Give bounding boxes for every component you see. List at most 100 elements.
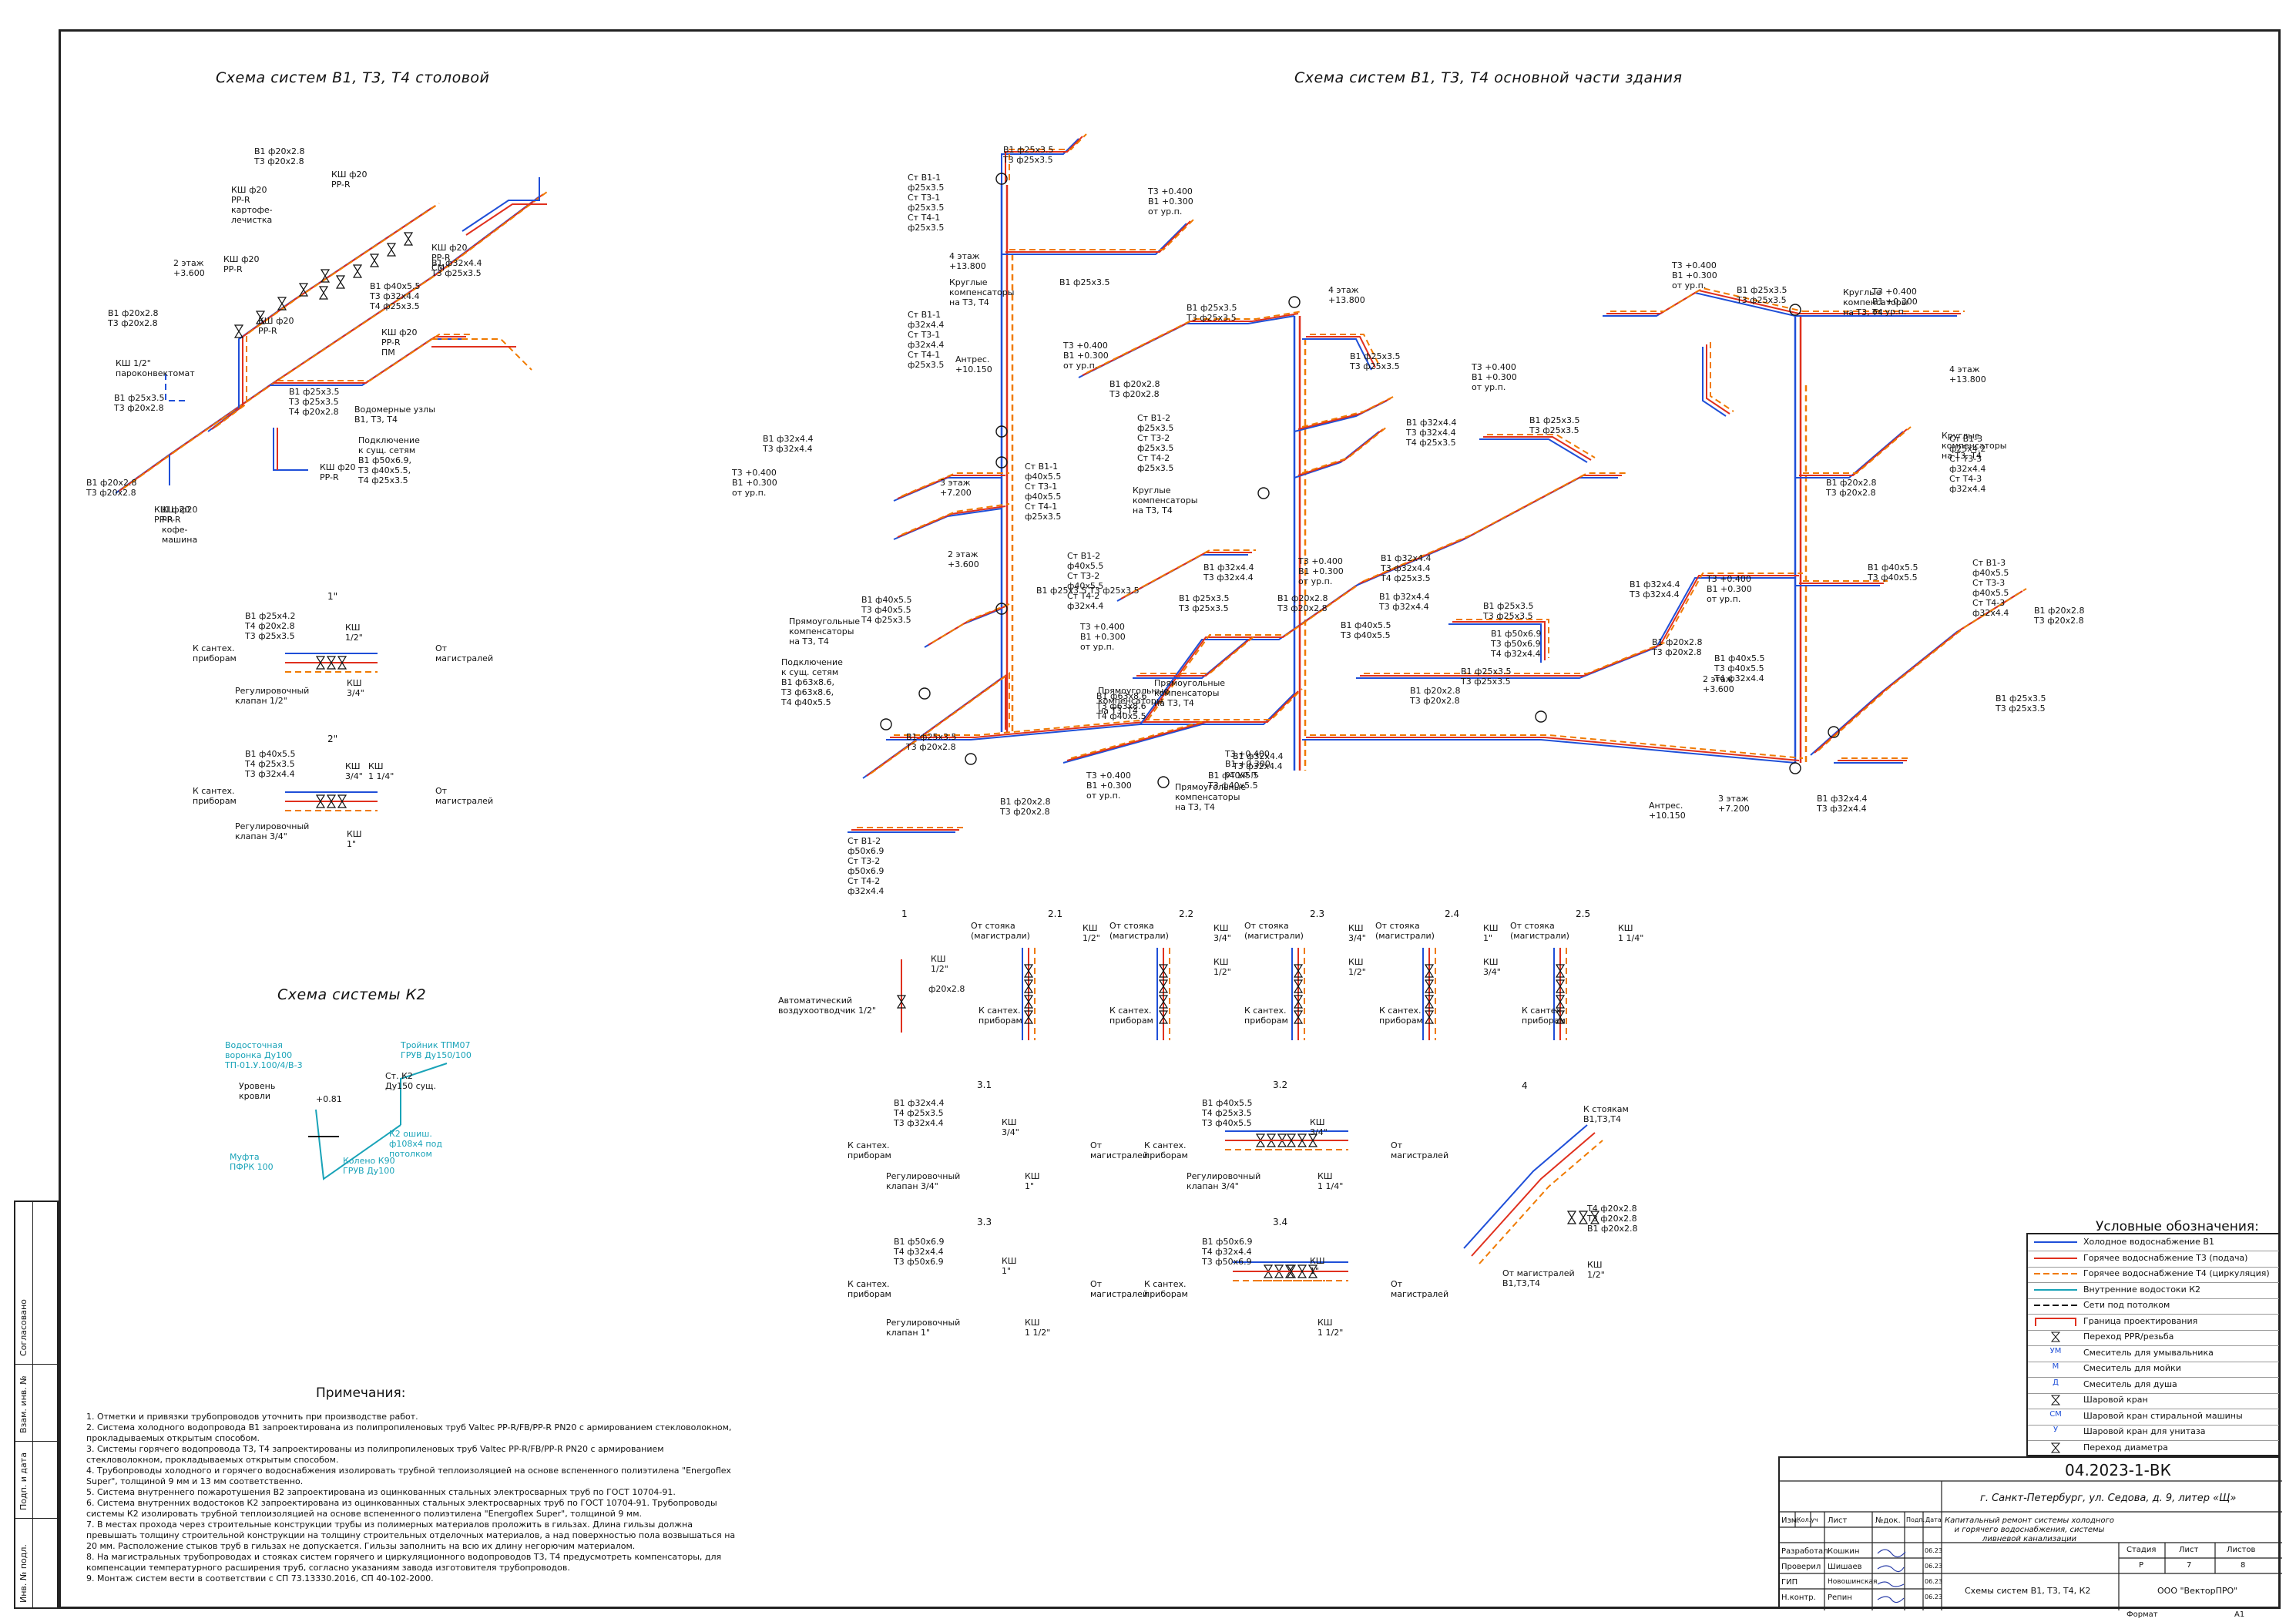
ball-valve-icon	[326, 794, 337, 808]
legend-symbol-icon	[2032, 1236, 2079, 1248]
col-data: Дата	[1925, 1516, 1942, 1523]
node-title: 3.3	[977, 1217, 992, 1227]
valve-symbol-icon	[2050, 1442, 2061, 1452]
ball-valve-icon	[1263, 1264, 1274, 1278]
floor3-right-b1	[1479, 438, 1588, 463]
ball-valve-icon	[1424, 1010, 1435, 1024]
canteen-branch-b-t3	[211, 205, 436, 430]
role-developed: Разработал	[1781, 1547, 1828, 1556]
col-ndoc: №док.	[1875, 1516, 1901, 1525]
note-item: 9. Монтаж систем вести в соответствии с …	[86, 1573, 434, 1583]
line-symbol-icon	[2034, 1288, 2077, 1291]
main-pipe-label: 2 этаж+3.600	[1703, 674, 1734, 694]
ball-valve-icon	[255, 311, 266, 324]
floor4-mid-b1	[1078, 315, 1295, 378]
floor4-left-b-t3	[1005, 220, 1191, 253]
node-title: 2"	[327, 734, 337, 744]
node-title: 2.2	[1179, 908, 1193, 919]
legend-text: Горячее водоснабжение Т3 (подача)	[2083, 1252, 2248, 1263]
ball-valve-icon	[1023, 964, 1034, 978]
floor3-right-b-b1	[1795, 431, 1904, 479]
ball-valve-icon	[1555, 1010, 1566, 1024]
node-label: ф20х2.8	[928, 984, 965, 994]
line-symbol-icon	[2034, 1241, 2077, 1243]
pipe-network	[115, 133, 2027, 1281]
legend-symbol-icon	[2032, 1252, 2079, 1264]
canteen-branch-a-t3	[274, 336, 466, 384]
floor4-right-b-t4	[1610, 287, 1804, 312]
node-label: К сантех.приборам	[978, 1006, 1022, 1026]
name-developed: Кошкин	[1828, 1547, 1860, 1556]
k2-label: +0.81	[316, 1094, 342, 1104]
legend-row: Сети под потолком	[2028, 1298, 2279, 1315]
date-gip: 06.23	[1925, 1578, 1942, 1585]
main-branch-a-t3	[1136, 636, 1253, 677]
legend-symbol-icon	[2032, 1284, 2079, 1296]
ball-valve-icon	[335, 275, 346, 289]
node-callout	[1789, 304, 1801, 316]
legend-row: Граница проектирования	[2028, 1314, 2279, 1331]
node-label: К сантех.приборам	[1379, 1006, 1423, 1026]
ball-valve-icon	[1307, 1264, 1318, 1278]
k2-pipe	[315, 1109, 401, 1180]
floor3-mid-b-t3	[1297, 428, 1384, 476]
object-name: Капитальный ремонт системы холодного и г…	[1945, 1516, 2114, 1543]
col-sheets: Листов	[2227, 1546, 2256, 1554]
title-main: Схема систем В1, Т3, Т4 основной части з…	[1294, 69, 1683, 86]
side-stamp-divider	[15, 1518, 57, 1519]
legend-text: Смеситель для умывальника	[2083, 1347, 2214, 1358]
role-checked: Проверил	[1781, 1563, 1821, 1571]
line-symbol-icon	[2034, 1305, 2077, 1306]
floor4-left-b-b1	[1002, 223, 1187, 255]
ball-valve-icon	[326, 656, 337, 670]
node-title: 1	[901, 908, 908, 919]
ball-valve-icon	[1023, 1010, 1034, 1024]
canteen-pipe-label: КШ 1/2"пароконвектомат	[116, 358, 195, 378]
node-label: К сантех.приборам	[1522, 1006, 1566, 1026]
floor4-left-t4	[1009, 133, 1087, 180]
node-callout	[1288, 296, 1301, 308]
title-block-grid	[1780, 1480, 2282, 1610]
canteen-feed	[431, 338, 532, 371]
stage-value: Р	[2139, 1561, 2144, 1570]
valve-symbol-icon	[2050, 1332, 2061, 1342]
floor2-mid-t4	[1124, 549, 1256, 597]
legend-row: Горячее водоснабжение Т3 (подача)	[2028, 1251, 2279, 1268]
